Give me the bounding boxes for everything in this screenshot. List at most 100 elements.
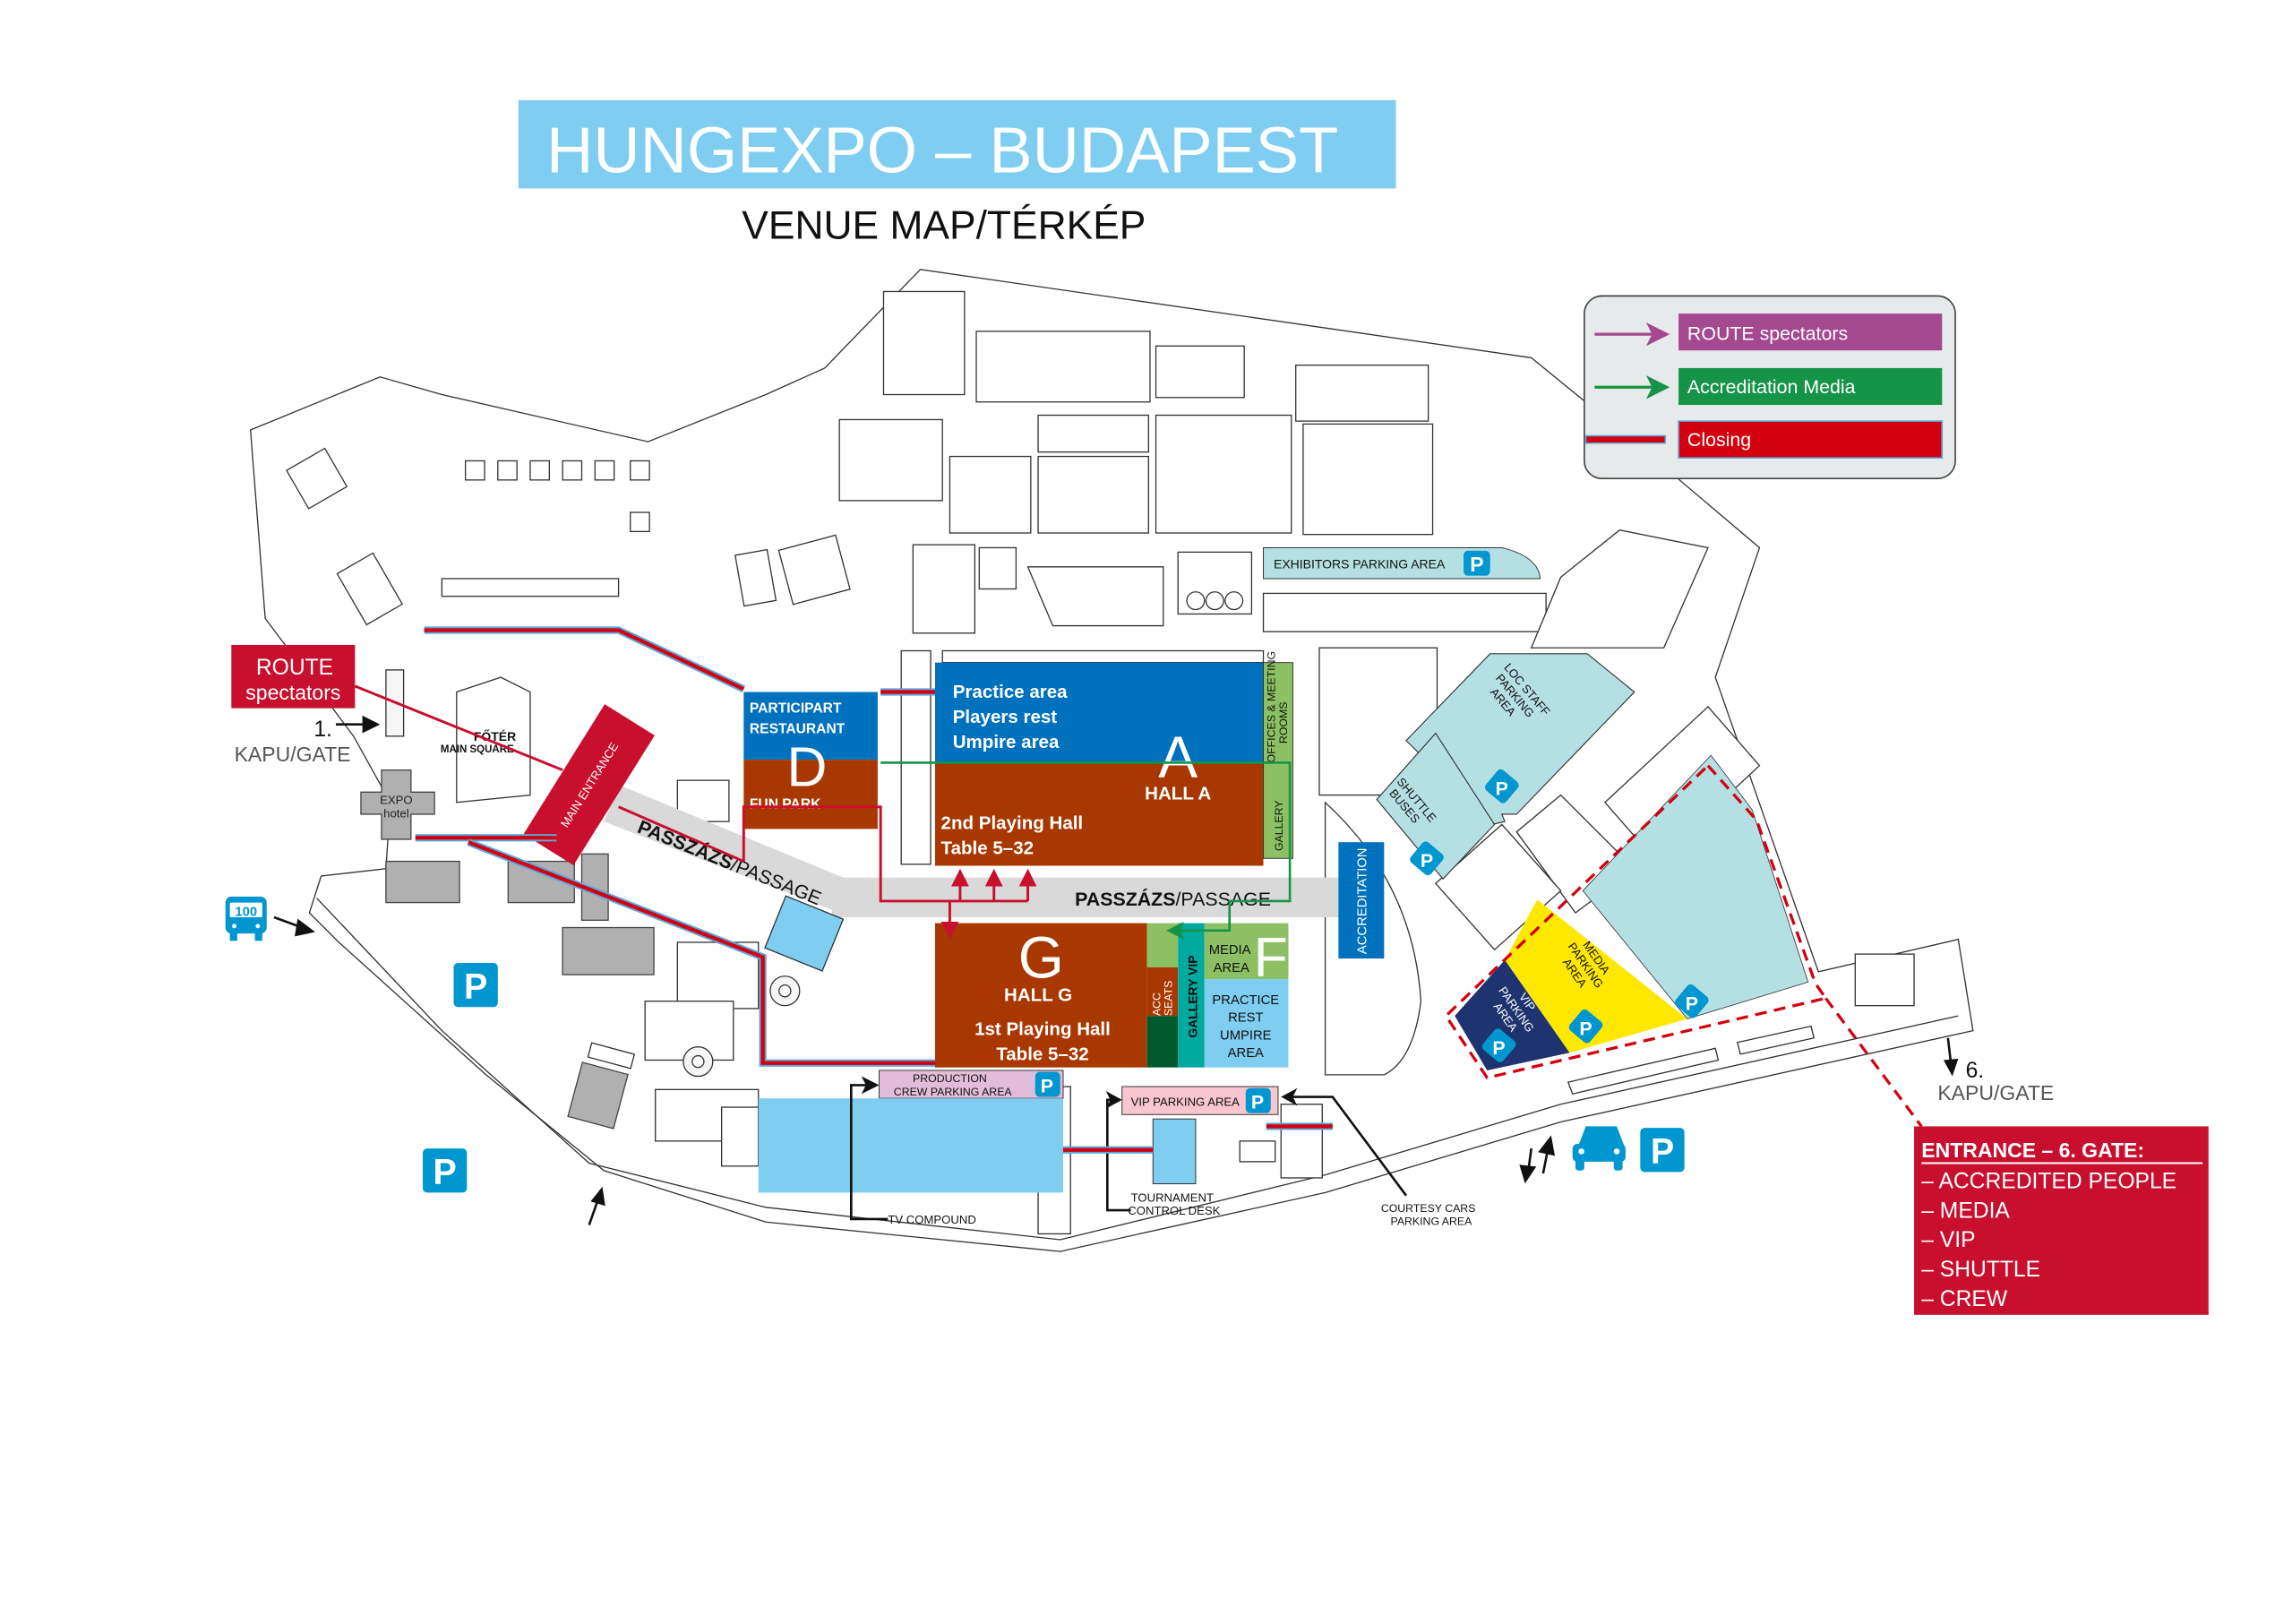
hall-d-label: RESTAURANT <box>750 722 846 737</box>
parking-icon <box>1484 769 1519 803</box>
tv-compound-label: TV COMPOUND <box>888 1213 975 1226</box>
parking-icon-letter: P <box>464 967 487 1006</box>
entrance-6-gate-box: ENTRANCE – 6. GATE: – ACCREDITED PEOPLE … <box>1914 1126 2209 1315</box>
practice-area-label: PRACTICE <box>1212 993 1279 1008</box>
parking-icon-letter: P <box>1651 1132 1674 1172</box>
legend-label: ROUTE spectators <box>1687 323 1848 345</box>
legend-item-accreditation-media: Accreditation Media <box>1594 367 1943 406</box>
parking-icon-letter: P <box>433 1153 456 1192</box>
hall-f-letter: F <box>1254 926 1288 989</box>
exhibitors-parking-area[interactable]: EXHIBITORS PARKING AREA P <box>1263 546 1541 580</box>
two-way-arrows-icon <box>1519 1135 1555 1184</box>
production-label: CREW PARKING AREA <box>894 1086 1013 1098</box>
offices-label: OFFICES & MEETING <box>1266 651 1278 763</box>
gate-1-number: 1. <box>313 717 332 742</box>
shuttle-buses-parking[interactable]: SHUTTLE BUSES P <box>1376 732 1496 881</box>
parking-icon <box>1675 984 1709 1018</box>
media-area-label: AREA <box>1214 961 1249 975</box>
hall-g-label: Table 5–32 <box>996 1044 1088 1064</box>
large-parking-area[interactable]: P <box>1582 754 1809 1019</box>
production-crew-parking[interactable]: PRODUCTION CREW PARKING AREA P <box>879 1070 1064 1099</box>
legend: ROUTE spectators Accreditation Media Clo… <box>1584 295 1956 480</box>
accreditation-label: ACCREDITATION <box>1356 848 1370 955</box>
spectator-route <box>354 684 1030 931</box>
parking-icon <box>1568 1009 1603 1044</box>
hall-a-letter: A <box>1158 724 1198 790</box>
parking-icon-letter: P <box>1470 553 1483 576</box>
practice-area-label: AREA <box>1228 1046 1264 1061</box>
hall-a-label: 2nd Playing Hall <box>941 812 1084 833</box>
blue-building <box>764 895 845 972</box>
expo-hotel-label: hotel <box>383 806 409 820</box>
page-title: HUNGEXPO – BUDAPEST <box>546 115 1338 186</box>
hall-f[interactable]: ACC SEATS GALLERY VIP MEDIA AREA F PRACT… <box>1146 923 1289 1068</box>
bus-number: 100 <box>235 905 257 919</box>
accreditation-media-route <box>880 761 1292 932</box>
parking-icon <box>1481 1028 1516 1062</box>
gallery-vip-label: GALLERY VIP <box>1186 955 1200 1037</box>
offices-meeting-rooms[interactable]: OFFICES & MEETING ROOMS GALLERY <box>1263 651 1293 859</box>
entrance-box-item: – SHUTTLE <box>1921 1258 2040 1282</box>
parking-icon: P <box>1640 1128 1685 1173</box>
legend-item-route-spectators: ROUTE spectators <box>1594 314 1943 351</box>
control-desk-label: TOURNAMENT <box>1131 1190 1214 1204</box>
parking-icon: P <box>422 1148 468 1193</box>
hall-d[interactable]: PARTICIPART RESTAURANT D FUN PARK <box>743 692 878 829</box>
expo-hotel <box>360 769 435 840</box>
production-label: PRODUCTION <box>913 1072 987 1085</box>
page-subtitle: VENUE MAP/TÉRKÉP <box>742 203 1146 247</box>
parking-icon-letter: P <box>1251 1092 1264 1113</box>
exhibitors-parking-label: EXHIBITORS PARKING AREA <box>1274 556 1446 571</box>
control-desk-label: CONTROL DESK <box>1128 1204 1220 1217</box>
arrow-icon <box>588 1199 599 1225</box>
hall-a-name: HALL A <box>1145 784 1211 804</box>
legend-label: Accreditation Media <box>1687 376 1856 398</box>
restricted-zone-boundary <box>1444 763 1923 1128</box>
hall-g[interactable]: G HALL G 1st Playing Hall Table 5–32 <box>934 923 1147 1068</box>
gate-1: 1. KAPU/GATE <box>235 715 381 766</box>
entrance-box-item: – ACCREDITED PEOPLE <box>1921 1169 2176 1193</box>
gate-6-number: 6. <box>1966 1059 1985 1083</box>
entrance-box-item: – CREW <box>1921 1287 2008 1311</box>
route-callout-text: spectators <box>245 681 340 704</box>
accreditation-media-arrowhead <box>1166 921 1184 940</box>
entrance-box-title: ENTRANCE – 6. GATE: <box>1921 1139 2144 1162</box>
title-banner <box>518 99 1396 189</box>
parking-icon: P <box>453 962 498 1008</box>
parking-icon <box>1245 1087 1271 1113</box>
parking-icon <box>1464 550 1490 576</box>
closing-lines <box>415 626 1333 1154</box>
route-spectators-callout: ROUTE spectators <box>231 644 356 709</box>
acc-seats-label: ACC <box>1150 992 1163 1016</box>
accreditation-building[interactable]: ACCREDITATION <box>1338 842 1385 959</box>
parking-icon-letter: P <box>1686 993 1698 1015</box>
courtesy-cars-label: PARKING AREA <box>1391 1216 1473 1228</box>
vip-parking-area[interactable]: VIP PARKING AREA P <box>1121 1086 1279 1115</box>
parking-icon-letter: P <box>1421 850 1433 872</box>
hall-a[interactable]: Practice area Players rest Umpire area A… <box>934 662 1264 866</box>
hall-a-label: Umpire area <box>953 732 1060 752</box>
hall-g-letter: G <box>1018 924 1064 990</box>
hall-a-label: Practice area <box>953 682 1068 702</box>
route-callout-text: ROUTE <box>256 656 333 680</box>
hall-g-label: 1st Playing Hall <box>974 1019 1111 1040</box>
legend-item-closing: Closing <box>1584 420 1944 460</box>
expo-hotel-label: EXPO <box>380 793 412 806</box>
parking-icon <box>1410 841 1444 876</box>
gate-1-label: KAPU/GATE <box>235 743 351 766</box>
acc-seats-label: SEATS <box>1163 981 1175 1016</box>
entrance-box-item: – VIP <box>1921 1228 1975 1252</box>
media-area-label: MEDIA <box>1209 943 1251 958</box>
tournament-control-desk[interactable] <box>1152 1118 1197 1185</box>
vip-parking-label: VIP PARKING AREA <box>1131 1095 1241 1108</box>
gate-6-label: KAPU/GATE <box>1937 1081 2054 1104</box>
parking-icon-letter: P <box>1579 1018 1592 1040</box>
hall-d-letter: D <box>786 736 827 799</box>
offices-label: ROOMS <box>1277 702 1290 744</box>
parking-icon-letter: P <box>1496 778 1508 800</box>
gate-6: 6. KAPU/GATE <box>1937 1037 2054 1104</box>
parking-icon-letter: P <box>1041 1076 1053 1097</box>
hall-a-label: Players rest <box>953 707 1058 727</box>
tv-compound[interactable] <box>758 1098 1063 1193</box>
